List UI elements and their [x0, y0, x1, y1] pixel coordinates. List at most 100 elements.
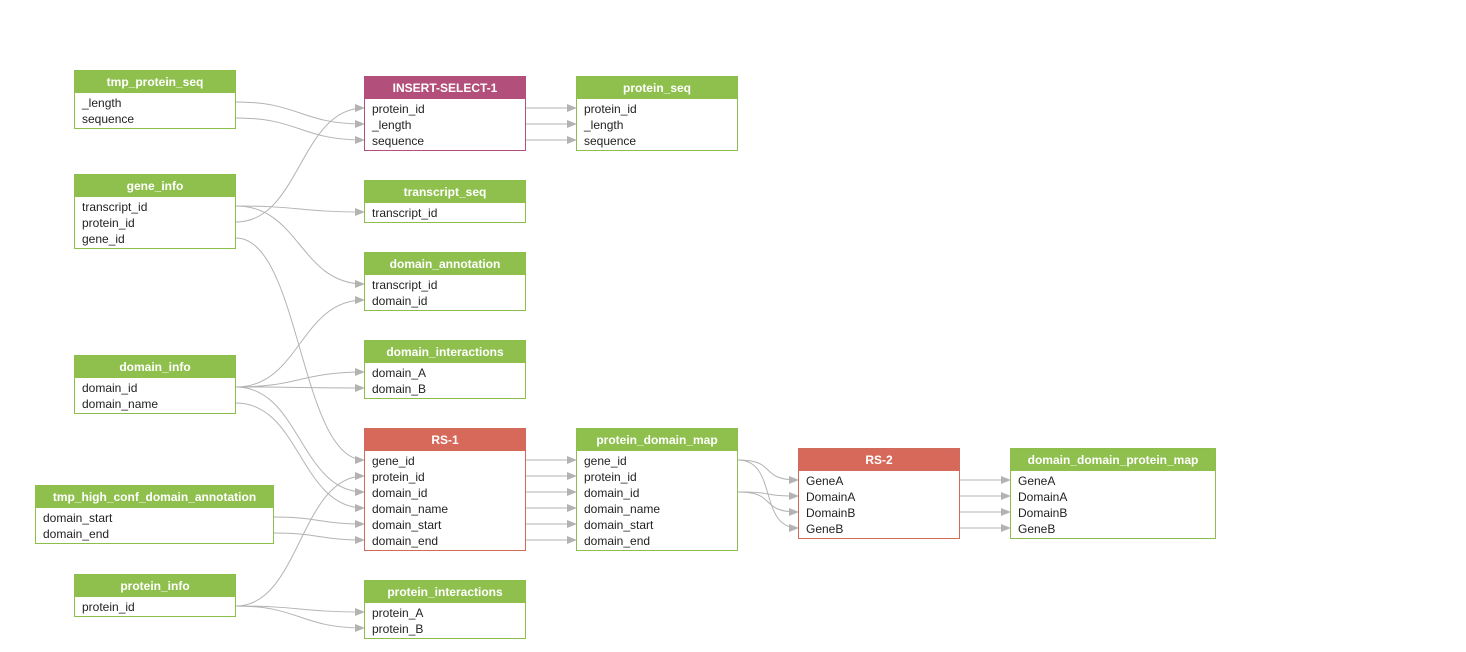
- edge-tmp-protein-seq-to-insert-select-1: [235, 101, 365, 128]
- node-tmp-protein-seq[interactable]: tmp_protein_seq _length sequence: [74, 70, 236, 129]
- node-title: RS-1: [365, 429, 525, 451]
- edge-domain-info-to-domain-interactions: [235, 383, 365, 392]
- edge-domain-info-to-domain-annotation: [235, 296, 365, 388]
- node-field: DomainB: [1018, 506, 1068, 520]
- edge-protein-info-to-protein-interactions: [235, 605, 365, 632]
- node-field: protein_id: [372, 102, 425, 116]
- edge-gene-info-to-domain-annotation: [235, 205, 365, 288]
- node-title: gene_info: [75, 175, 235, 197]
- node-field-list: protein_id _length sequence: [365, 99, 525, 150]
- node-gene-info[interactable]: gene_info transcript_id protein_id gene_id: [74, 174, 236, 249]
- node-field-list: protein_A protein_B: [365, 603, 525, 638]
- node-field: protein_A: [372, 606, 424, 620]
- node-title: protein_seq: [577, 77, 737, 99]
- node-field: protein_id: [584, 102, 637, 116]
- node-field: sequence: [372, 134, 425, 148]
- node-field: domain_B: [372, 382, 427, 396]
- node-field: GeneB: [806, 522, 844, 536]
- edge-protein-domain-map-to-rs-2: [737, 491, 799, 516]
- node-field: transcript_id: [372, 206, 438, 220]
- node-field: _length: [82, 96, 122, 110]
- node-field: sequence: [82, 112, 135, 126]
- node-field: protein_id: [82, 600, 135, 614]
- node-field-list: domain_id domain_name: [75, 378, 235, 413]
- node-field: domain_id: [372, 486, 428, 500]
- node-field: domain_end: [43, 527, 110, 541]
- node-field: DomainB: [806, 506, 856, 520]
- node-field: sequence: [584, 134, 637, 148]
- node-field: domain_end: [372, 534, 439, 548]
- edge-tmp-high-conf-domain-annotation-to-rs-1: [273, 516, 365, 528]
- node-field: DomainA: [806, 490, 856, 504]
- node-field: domain_id: [584, 486, 640, 500]
- node-title: INSERT-SELECT-1: [365, 77, 525, 99]
- edge-gene-info-to-transcript-seq: [235, 205, 365, 216]
- node-field-list: protein_id: [75, 597, 235, 616]
- edge-protein-domain-map-to-rs-2: [737, 459, 799, 484]
- edge-protein-domain-map-to-rs-2: [737, 491, 799, 500]
- node-title: domain_domain_protein_map: [1011, 449, 1215, 471]
- node-field: gene_id: [584, 454, 627, 468]
- node-field: transcript_id: [372, 278, 438, 292]
- node-field: protein_id: [82, 216, 135, 230]
- node-field-list: domain_start domain_end: [36, 508, 273, 543]
- node-protein-seq[interactable]: protein_seq protein_id _length sequence: [576, 76, 738, 151]
- node-insert-select-1[interactable]: INSERT-SELECT-1 protein_id _length sequence: [364, 76, 526, 151]
- node-field: domain_end: [584, 534, 651, 548]
- node-field: DomainA: [1018, 490, 1068, 504]
- edge-gene-info-to-rs-1: [235, 237, 365, 464]
- node-field: GeneB: [1018, 522, 1056, 536]
- node-title: tmp_protein_seq: [75, 71, 235, 93]
- node-field-list: GeneA DomainA DomainB GeneB: [799, 471, 959, 538]
- node-transcript-seq[interactable]: transcript_seq transcript_id: [364, 180, 526, 223]
- node-title: protein_interactions: [365, 581, 525, 603]
- node-field: domain_A: [372, 366, 427, 380]
- node-field: _length: [584, 118, 624, 132]
- edge-domain-info-to-rs-1: [235, 386, 365, 496]
- node-protein-info[interactable]: protein_info protein_id: [74, 574, 236, 617]
- node-title: domain_interactions: [365, 341, 525, 363]
- node-field: protein_id: [372, 470, 425, 484]
- node-field: _length: [372, 118, 412, 132]
- node-field-list: protein_id _length sequence: [577, 99, 737, 150]
- node-domain-interactions[interactable]: domain_interactions domain_A domain_B: [364, 340, 526, 399]
- node-title: RS-2: [799, 449, 959, 471]
- edge-protein-domain-map-to-rs-2: [737, 459, 799, 532]
- node-field: domain_start: [372, 518, 442, 532]
- node-field: domain_name: [584, 502, 661, 516]
- edge-tmp-high-conf-domain-annotation-to-rs-1: [273, 532, 365, 544]
- node-field-list: transcript_id protein_id gene_id: [75, 197, 235, 248]
- node-title: tmp_high_conf_domain_annotation: [36, 486, 273, 508]
- node-field: protein_id: [584, 470, 637, 484]
- node-field: protein_B: [372, 622, 424, 636]
- node-field: domain_name: [82, 397, 159, 411]
- edge-protein-info-to-protein-interactions: [235, 605, 365, 616]
- node-field: transcript_id: [82, 200, 148, 214]
- edge-tmp-protein-seq-to-insert-select-1: [235, 117, 365, 144]
- node-title: domain_info: [75, 356, 235, 378]
- node-field: GeneA: [1018, 474, 1056, 488]
- node-field: domain_start: [584, 518, 654, 532]
- node-domain-info[interactable]: domain_info domain_id domain_name: [74, 355, 236, 414]
- node-title: domain_annotation: [365, 253, 525, 275]
- node-protein-interactions[interactable]: protein_interactions protein_A protein_B: [364, 580, 526, 639]
- node-field: domain_start: [43, 511, 113, 525]
- node-field: domain_id: [82, 381, 138, 395]
- edge-gene-info-to-insert-select-1: [235, 104, 365, 223]
- node-field: gene_id: [372, 454, 415, 468]
- node-field-list: domain_A domain_B: [365, 363, 525, 398]
- node-title: protein_info: [75, 575, 235, 597]
- node-field-list: GeneA DomainA DomainB GeneB: [1011, 471, 1215, 538]
- node-field: GeneA: [806, 474, 844, 488]
- node-field: gene_id: [82, 232, 125, 246]
- node-title: transcript_seq: [365, 181, 525, 203]
